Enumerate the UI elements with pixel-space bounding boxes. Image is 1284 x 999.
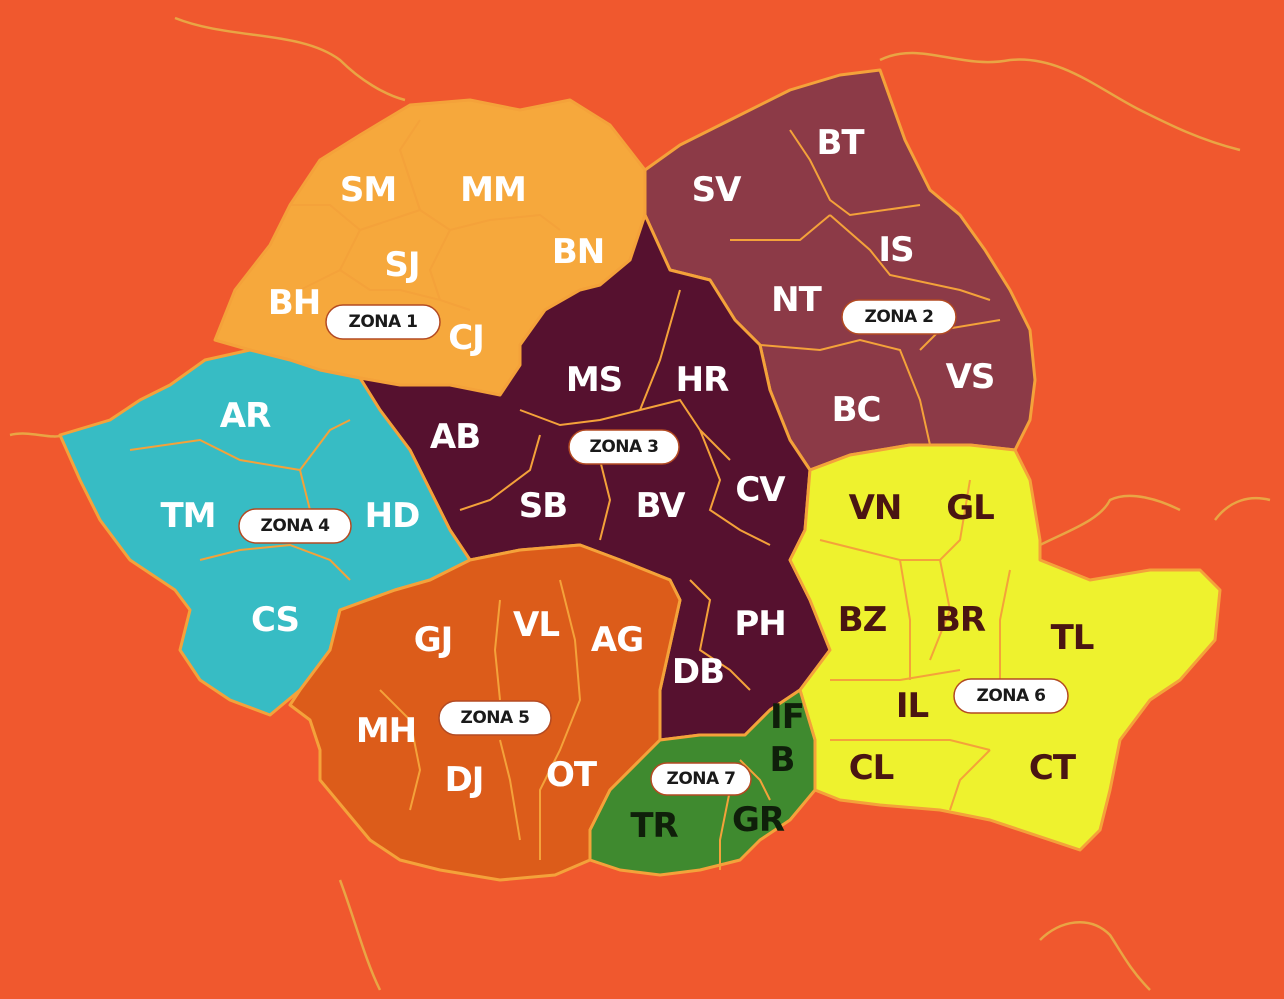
county-label-hr: HR <box>676 360 729 400</box>
county-label-sj: SJ <box>384 245 419 285</box>
border-line-east <box>1039 494 1181 547</box>
border-line-north <box>174 16 406 102</box>
zone-badge-label: ZONA 4 <box>261 516 331 536</box>
county-label-is: IS <box>878 230 913 270</box>
county-label-ph: PH <box>734 604 785 644</box>
border-line-east-2 <box>1214 496 1271 521</box>
zone-badge-5: ZONA 5 <box>438 700 552 736</box>
county-label-bz: BZ <box>838 600 887 640</box>
county-label-vl: VL <box>513 605 559 645</box>
divider-zone-3 <box>459 289 771 691</box>
county-label-sv: SV <box>692 170 742 210</box>
zone-badge-label: ZONA 5 <box>461 708 530 728</box>
county-label-if: IF <box>770 697 804 737</box>
county-label-bn: BN <box>552 232 604 272</box>
zone-badge-7: ZONA 7 <box>650 762 752 796</box>
county-label-vs: VS <box>946 357 995 397</box>
county-label-ar: AR <box>220 396 271 436</box>
zone-badge-label: ZONA 2 <box>865 307 934 327</box>
county-label-mm: MM <box>460 170 526 210</box>
county-label-br: BR <box>935 600 986 640</box>
county-label-ot: OT <box>546 755 598 795</box>
county-label-db: DB <box>672 652 724 692</box>
county-label-gj: GJ <box>414 620 453 660</box>
zone-badge-4: ZONA 4 <box>238 508 352 544</box>
county-label-mh: MH <box>356 711 416 751</box>
county-label-cs: CS <box>251 600 299 640</box>
zone-badge-label: ZONA 6 <box>977 686 1046 706</box>
county-label-cv: CV <box>735 470 786 510</box>
county-label-gr: GR <box>732 800 785 840</box>
border-line-southeast <box>1039 921 1151 991</box>
divider-zone-5 <box>379 579 582 860</box>
border-line-west <box>9 432 66 438</box>
county-label-gl: GL <box>946 488 994 528</box>
county-label-tl: TL <box>1051 618 1094 658</box>
county-label-ms: MS <box>566 360 622 400</box>
zone-badge-label: ZONA 1 <box>349 312 418 332</box>
divider-zone-6 <box>819 479 1011 811</box>
county-label-tr: TR <box>630 806 678 846</box>
border-line-northeast <box>879 51 1241 152</box>
zone-badge-label: ZONA 7 <box>667 769 736 789</box>
divider-zone-2 <box>730 129 1001 446</box>
county-label-dj: DJ <box>445 760 484 800</box>
county-label-bv: BV <box>636 486 687 526</box>
zone-badge-1: ZONA 1 <box>325 304 441 340</box>
county-label-b: B <box>770 740 795 780</box>
border-line-south <box>338 879 382 991</box>
county-label-sb: SB <box>519 486 567 526</box>
zone-badge-2: ZONA 2 <box>841 299 957 335</box>
county-label-bt: BT <box>816 123 865 163</box>
divider-zone-7 <box>719 759 771 870</box>
county-label-nt: NT <box>771 280 822 320</box>
zone-badge-6: ZONA 6 <box>953 678 1069 714</box>
county-label-tm: TM <box>160 496 215 536</box>
county-label-ab: AB <box>430 417 480 457</box>
county-label-bh: BH <box>268 283 320 323</box>
county-label-bc: BC <box>832 390 881 430</box>
county-label-cj: CJ <box>448 318 484 358</box>
county-label-ct: CT <box>1029 748 1077 788</box>
county-label-ag: AG <box>591 620 643 660</box>
county-label-sm: SM <box>340 170 396 210</box>
zone-badge-label: ZONA 3 <box>590 437 659 457</box>
zone-badge-3: ZONA 3 <box>568 429 680 465</box>
county-label-vn: VN <box>849 488 902 528</box>
county-label-il: IL <box>896 686 929 726</box>
divider-zone-1 <box>290 119 561 311</box>
county-label-hd: HD <box>365 496 420 536</box>
county-label-cl: CL <box>849 748 894 788</box>
